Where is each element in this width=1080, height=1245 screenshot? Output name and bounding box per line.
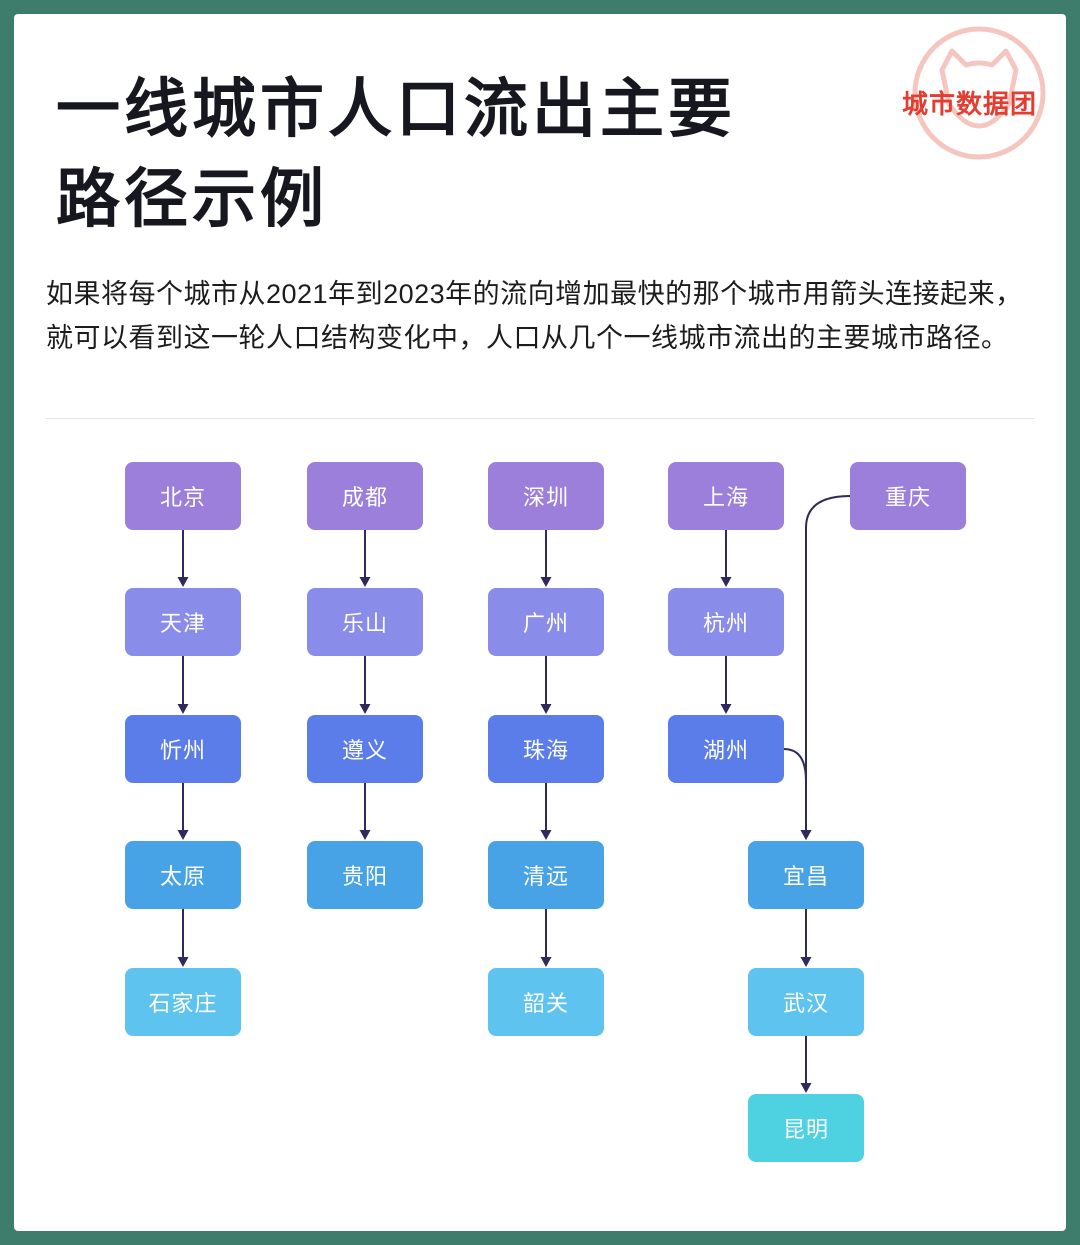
title-line-1: 一线城市人口流出主要	[56, 73, 736, 145]
flow-arrowhead-xinzhou	[177, 704, 189, 714]
flow-arrowhead-wuhan	[800, 957, 812, 967]
flow-arrowhead-kunming	[800, 1083, 812, 1093]
flow-node-qingyuan: 清远	[488, 841, 604, 909]
flow-arrows	[177, 495, 851, 1093]
flow-arrowhead-guiyang	[359, 830, 371, 840]
title-line-2: 路径示例	[56, 163, 328, 235]
flow-edge-huzhou-yichang	[783, 748, 807, 831]
flow-arrowhead-leshan	[359, 577, 371, 587]
flow-arrowhead-taiyuan	[177, 830, 189, 840]
flow-node-leshan: 乐山	[307, 588, 423, 656]
logo-text: 城市数据团	[902, 89, 1038, 119]
flow-node-huzhou: 湖州	[668, 715, 784, 783]
flow-node-shijiazhuang: 石家庄	[125, 968, 241, 1036]
flow-arrowhead-qingyuan	[540, 830, 552, 840]
flow-node-hangzhou: 杭州	[668, 588, 784, 656]
flow-node-kunming: 昆明	[748, 1094, 864, 1162]
flow-node-zunyi: 遵义	[307, 715, 423, 783]
flow-arrowhead-guangzhou	[540, 577, 552, 587]
flow-arrowhead-tianjin	[177, 577, 189, 587]
flow-arrowhead-hangzhou	[720, 577, 732, 587]
intro-text: 如果将每个城市从2021年到2023年的流向增加最快的那个城市用箭头连接起来，就…	[46, 279, 1023, 353]
content-card: 城市数据团 一线城市人口流出主要 路径示例 如果将每个城市从2021年到2023…	[14, 14, 1066, 1231]
flow-node-shenzhen: 深圳	[488, 462, 604, 530]
flow-node-chongqing: 重庆	[850, 462, 966, 530]
flow-arrowhead-zunyi	[359, 704, 371, 714]
flow-node-wuhan: 武汉	[748, 968, 864, 1036]
flowchart: 北京天津忻州太原石家庄 成都乐山遵义贵阳 深圳广州珠海清远韶关 上海杭州湖州 重庆宜昌武…	[14, 428, 1066, 1220]
flow-arrowhead-huzhou	[720, 704, 732, 714]
flow-arrowhead-yichang	[800, 830, 812, 840]
flow-node-shaoguan: 韶关	[488, 968, 604, 1036]
flow-node-taiyuan: 太原	[125, 841, 241, 909]
divider	[46, 418, 1034, 419]
flow-node-xinzhou: 忻州	[125, 715, 241, 783]
flow-node-yichang: 宜昌	[748, 841, 864, 909]
page-title: 一线城市人口流出主要 路径示例	[56, 64, 891, 244]
logo-cat-icon	[912, 26, 1046, 160]
flow-node-beijing: 北京	[125, 462, 241, 530]
logo: 城市数据团	[902, 24, 1048, 162]
flow-node-guangzhou: 广州	[488, 588, 604, 656]
flow-arrowhead-shijiazhuang	[177, 957, 189, 967]
flow-edge-chongqing-yichang	[805, 495, 851, 831]
flow-arrowhead-zhuhai	[540, 704, 552, 714]
flow-node-zhuhai: 珠海	[488, 715, 604, 783]
flow-node-tianjin: 天津	[125, 588, 241, 656]
flow-node-guiyang: 贵阳	[307, 841, 423, 909]
flow-node-shanghai: 上海	[668, 462, 784, 530]
flow-node-chengdu: 成都	[307, 462, 423, 530]
flow-arrowhead-shaoguan	[540, 957, 552, 967]
